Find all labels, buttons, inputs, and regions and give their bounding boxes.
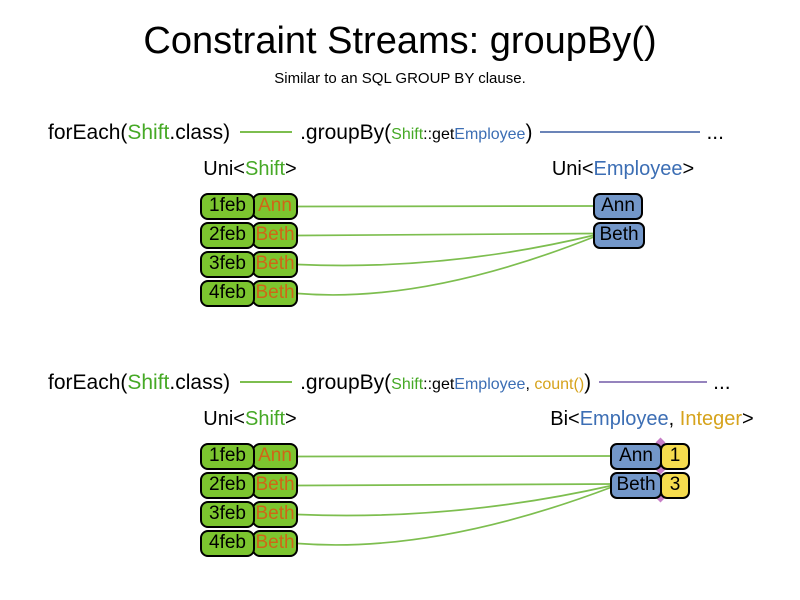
arg-getter-token: ::get <box>423 376 455 393</box>
connector-line <box>297 232 596 237</box>
employee-group-box: Beth <box>610 472 662 499</box>
uni-shift-label-2: Uni<Shift> <box>200 408 300 431</box>
arg-shift-token: Shift <box>391 376 424 393</box>
label-pre: Bi< <box>550 408 580 430</box>
count-box: 1 <box>660 443 690 470</box>
shift-employee-cell: Beth <box>252 280 298 307</box>
count-box: 3 <box>660 472 690 499</box>
shift-date-cell: 4feb <box>200 530 255 557</box>
uni-employee-label: Uni<Employee> <box>548 158 698 181</box>
shift-date-cell: 4feb <box>200 280 255 307</box>
arg-getter-token: ::get <box>423 126 455 143</box>
shift-date-cell: 2feb <box>200 222 255 249</box>
shift-employee-cell: Ann <box>252 443 298 470</box>
label-type: Employee <box>593 158 683 180</box>
foreach-call: forEach( <box>48 121 128 144</box>
connector-line <box>297 234 596 267</box>
groupby-close-paren: ) <box>525 121 533 144</box>
arg-separator: , <box>525 376 535 393</box>
employee-group-box: Ann <box>593 193 643 220</box>
shift-date-cell: 1feb <box>200 193 255 220</box>
shift-date-cell: 3feb <box>200 501 255 528</box>
ellipsis: ... <box>706 121 724 144</box>
shift-class-token: Shift <box>127 121 170 144</box>
connector-line <box>297 205 596 208</box>
label-type2: Integer <box>679 408 743 430</box>
shift-employee-cell: Beth <box>252 501 298 528</box>
shift-employee-cell: Beth <box>252 472 298 499</box>
shift-class-token: Shift <box>127 371 170 394</box>
groupby-call: .groupBy( <box>300 121 392 144</box>
label-type: Shift <box>244 408 286 430</box>
label-type1: Employee <box>579 408 669 430</box>
ellipsis: ... <box>713 371 731 394</box>
groupby-close-paren: ) <box>584 371 592 394</box>
connector-line <box>297 455 613 458</box>
employee-group-box: Beth <box>593 222 645 249</box>
shift-employee-cell: Beth <box>252 530 298 557</box>
arg-employee-token: Employee <box>454 126 526 143</box>
connector-line <box>297 235 596 296</box>
arg-count-token: count() <box>534 376 585 393</box>
connector-line <box>297 484 613 517</box>
label-pre: Uni< <box>551 158 594 180</box>
stream-connector-line-green <box>240 381 293 383</box>
label-sep: , <box>668 408 680 430</box>
employee-group-box: Ann <box>610 443 662 470</box>
shift-date-cell: 3feb <box>200 251 255 278</box>
label-post: > <box>285 408 297 430</box>
label-post: > <box>742 408 754 430</box>
label-post: > <box>285 158 297 180</box>
bi-employee-integer-label: Bi<Employee, Integer> <box>540 408 764 431</box>
connector-line <box>297 483 613 487</box>
stream-connector-line-green <box>240 131 293 133</box>
label-post: > <box>682 158 695 180</box>
connector-line <box>297 486 613 546</box>
label-pre: Uni< <box>203 408 245 430</box>
stream-connector-line-blue <box>540 131 701 133</box>
arg-employee-token: Employee <box>454 376 526 393</box>
stream-connector-line-purple <box>599 381 708 383</box>
slide-title: Constraint Streams: groupBy() <box>143 20 657 62</box>
shift-date-cell: 1feb <box>200 443 255 470</box>
label-type: Shift <box>244 158 286 180</box>
class-suffix-token: .class) <box>169 121 231 144</box>
uni-shift-label-1: Uni<Shift> <box>200 158 300 181</box>
class-suffix-token: .class) <box>169 371 231 394</box>
shift-date-cell: 2feb <box>200 472 255 499</box>
code-line-2: forEach(Shift.class).groupBy(Shift::getE… <box>48 371 731 397</box>
label-pre: Uni< <box>203 158 245 180</box>
shift-employee-cell: Ann <box>252 193 298 220</box>
shift-employee-cell: Beth <box>252 222 298 249</box>
code-line-1: forEach(Shift.class).groupBy(Shift::getE… <box>48 121 724 147</box>
foreach-call: forEach( <box>48 371 128 394</box>
slide-subtitle: Similar to an SQL GROUP BY clause. <box>274 70 526 87</box>
shift-employee-cell: Beth <box>252 251 298 278</box>
arg-shift-token: Shift <box>391 126 424 143</box>
groupby-call: .groupBy( <box>300 371 392 394</box>
